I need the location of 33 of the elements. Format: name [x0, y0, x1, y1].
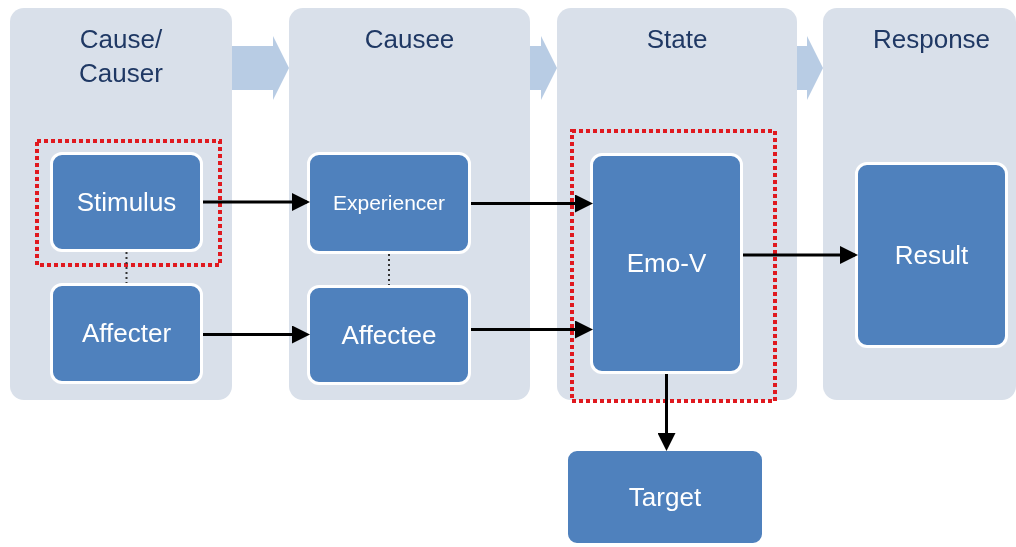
column-heading: Causee [363, 23, 456, 56]
dotted-link [388, 253, 390, 286]
arrow [471, 194, 593, 213]
arrow [743, 246, 858, 264]
column-panel [10, 8, 232, 400]
chevron-arrow [797, 36, 823, 100]
role-label: Emo-V [626, 247, 707, 280]
role-label: Affectee [341, 318, 437, 352]
role-box [50, 283, 203, 384]
column-panel [289, 8, 530, 400]
role-label: Affecter [81, 317, 172, 350]
role-label: Result [894, 238, 969, 272]
role-box [855, 162, 1008, 348]
chevron-arrow [530, 36, 557, 100]
role-label: Target [628, 480, 702, 514]
arrow [203, 193, 310, 211]
arrow [471, 320, 593, 339]
role-box [307, 152, 471, 254]
arrow [657, 374, 676, 451]
column-heading: State [645, 23, 709, 56]
role-box [590, 153, 743, 374]
role-label: Experiencer [332, 190, 446, 217]
column-panel [557, 8, 797, 400]
chevron-arrow [232, 36, 289, 100]
dotted-link [125, 251, 128, 284]
role-label: Stimulus [76, 185, 177, 219]
column-panel [823, 8, 1016, 400]
role-box [307, 285, 471, 385]
role-box [50, 152, 203, 252]
role-box [565, 448, 765, 546]
column-heading: Cause/ Causer [78, 23, 164, 90]
column-heading: Response [872, 23, 992, 56]
arrow [203, 325, 310, 344]
